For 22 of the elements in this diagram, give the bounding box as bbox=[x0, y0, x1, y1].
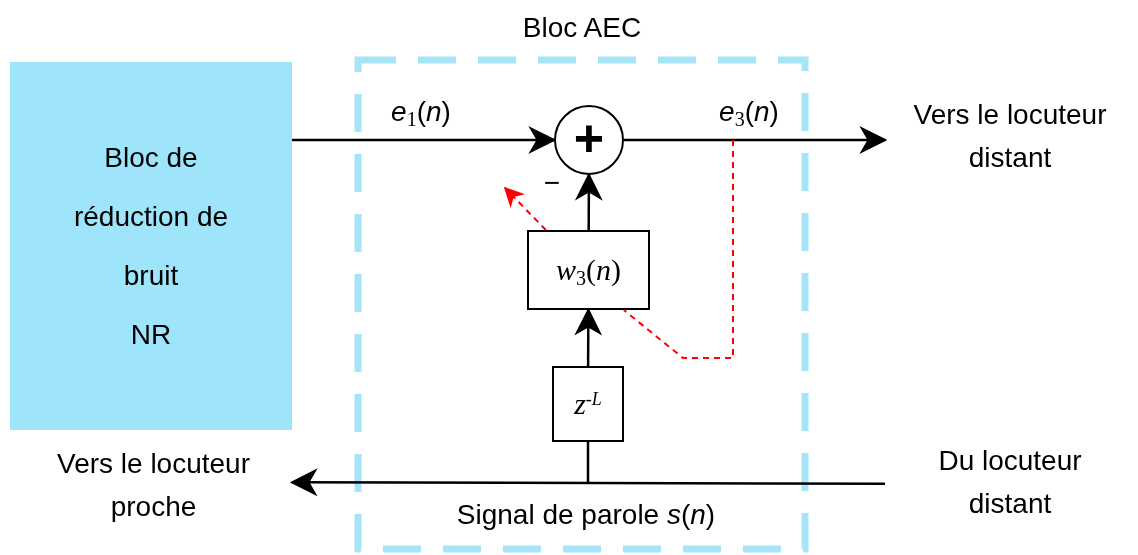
arrow bbox=[574, 307, 603, 366]
edge-label: − bbox=[542, 166, 562, 200]
dashed-arrow bbox=[503, 186, 547, 231]
block-title: Bloc AEC bbox=[522, 11, 642, 45]
edge-label: Signal de parole s(n) bbox=[455, 498, 717, 532]
arrow bbox=[292, 126, 557, 154]
math-label: w$_{3}$(n) bbox=[556, 253, 621, 287]
plus-sign: + bbox=[573, 112, 605, 164]
filter-box bbox=[527, 230, 650, 310]
endpoint-label: Vers le locuteur proche bbox=[56, 447, 251, 524]
arrow bbox=[574, 172, 603, 230]
arrow bbox=[624, 126, 888, 154]
block-label: NR bbox=[129, 318, 173, 352]
edge-label: e$_{1}$(n) bbox=[390, 95, 452, 129]
arrow bbox=[289, 468, 885, 497]
noise-reduction-block bbox=[10, 62, 292, 430]
edge-label: e$_{3}$(n) bbox=[718, 95, 780, 129]
math-label: z$^{-L}$ bbox=[574, 387, 602, 421]
block-label: Bloc de réduction de bruit bbox=[72, 141, 230, 293]
delay-box bbox=[552, 366, 624, 442]
endpoint-label: Vers le locuteur distant bbox=[912, 98, 1108, 175]
endpoint-label: Du locuteur distant bbox=[937, 444, 1083, 521]
